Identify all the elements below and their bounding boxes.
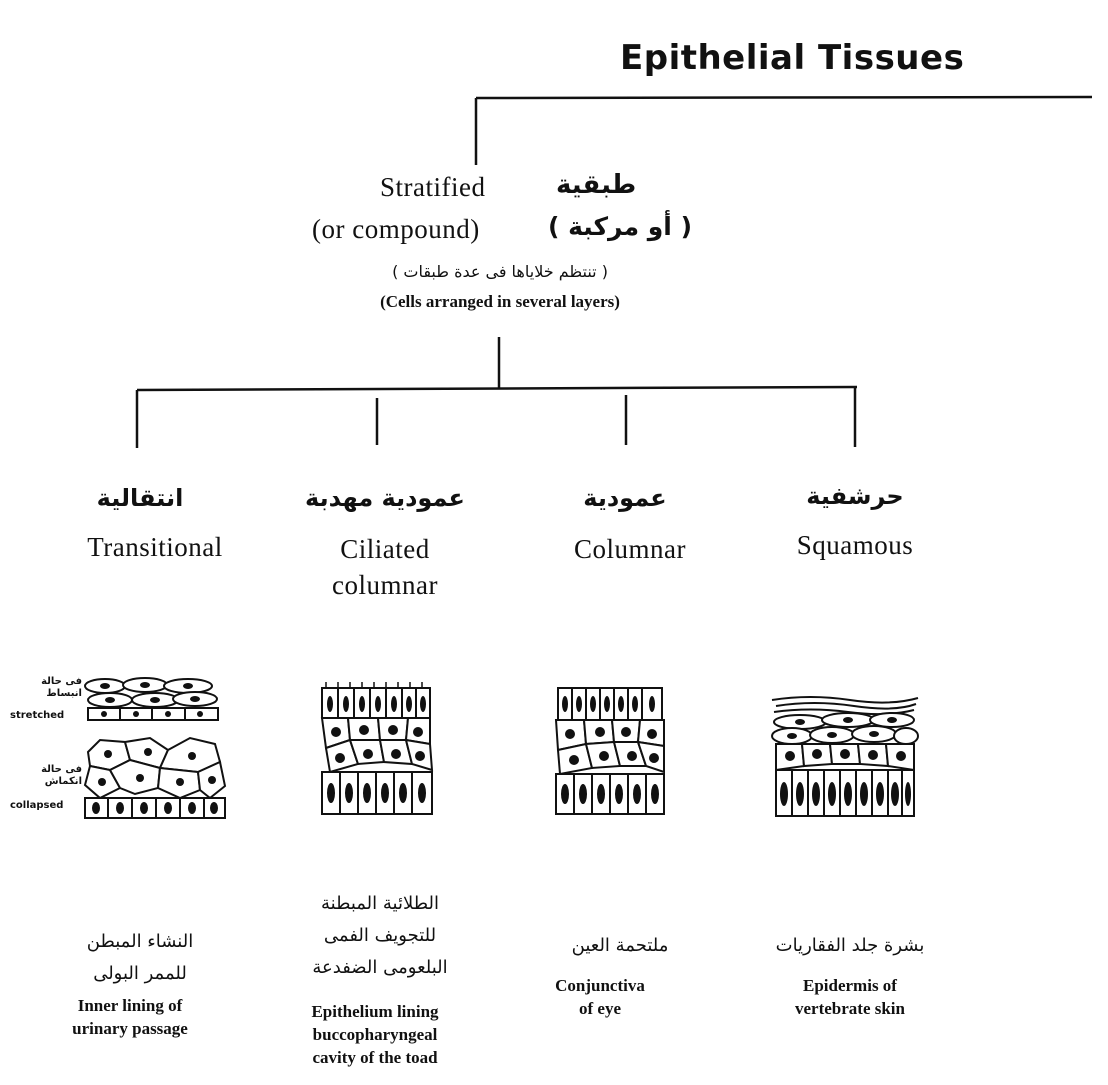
ciliated-en-label-1: Ciliated [340,534,430,564]
top-branch-line [475,95,1093,100]
transitional-en-caption-line-2: urinary passage [72,1019,188,1038]
transitional-en-caption: Inner lining of urinary passage [30,994,230,1040]
transitional-ar-caption-line-2: للممر البولى [93,963,187,984]
layers-ar-desc: ( تنتظم خلاياها فى عدة طبقات ) [392,262,608,281]
ciliated-tissue-drawing [320,682,434,815]
ciliated-en-caption-line-1: Epithelium lining [311,1002,439,1021]
collapsed-en-label: collapsed [10,800,64,811]
columnar-en-caption: Conjunctiva of eye [500,974,700,1020]
columnar-ar-label: عمودية [583,484,667,512]
ciliated-ar-caption-line-3: البلعومى الضفدعة [312,957,448,978]
squamous-ar-label: حرشفية [806,482,904,510]
transitional-en-caption-line-1: Inner lining of [77,996,183,1015]
collapsed-ar-label: فى حالة انكماش [41,764,82,787]
ciliated-ar-caption: الطلائية المبطنة للتجويف الفمى البلعومى … [270,888,490,984]
squamous-tissue-drawing [771,696,919,817]
squamous-en-caption-line-1: Epidermis of [803,976,897,995]
ciliated-ar-label: عمودية مهدبة [305,484,465,512]
compound-en-label: (or compound) [312,214,480,244]
ciliated-en-label-2: columnar [332,570,438,600]
columnar-tissue-drawing [554,687,665,815]
stratified-en-label: Stratified [380,172,486,202]
ciliated-ar-caption-line-1: الطلائية المبطنة [321,893,439,914]
squamous-ar-caption-line-1: بشرة جلد الفقاريات [775,935,925,956]
columnar-en-caption-line-2: of eye [578,999,621,1018]
columnar-ar-caption: ملتحمة العين [520,930,720,962]
transitional-en-label: Transitional [87,532,223,562]
squamous-en-caption-line-2: vertebrate skin [794,999,905,1018]
squamous-en-caption: Epidermis of vertebrate skin [740,974,960,1020]
compound-ar-label: ( أو مركبة ) [548,212,693,241]
transitional-tissue-drawing [83,677,227,819]
transitional-ar-caption-line-1: النشاء المبطن [86,931,194,952]
layers-en-desc: (Cells arranged in several layers) [380,292,620,311]
transitional-ar-caption: النشاء المبطن للممر البولى [40,926,240,990]
columnar-en-caption-line-1: Conjunctiva [555,976,645,995]
transitional-ar-label: انتقالية [96,484,184,512]
ciliated-ar-caption-line-2: للتجويف الفمى [323,925,437,946]
columnar-ar-caption-line-1: ملتحمة العين [571,935,669,956]
columnar-en-label: Columnar [574,534,686,564]
squamous-en-label: Squamous [796,530,914,560]
ciliated-en-caption: Epithelium lining buccopharyngeal cavity… [265,1000,485,1069]
ciliated-en-caption-line-3: cavity of the toad [312,1048,438,1067]
stretched-ar-label: فى حالة انبساط [41,676,82,699]
children-branch-line [136,385,858,392]
ciliated-en-caption-line-2: buccopharyngeal [312,1025,438,1044]
stretched-en-label: stretched [10,710,65,721]
page-title: Epithelial Tissues [620,38,965,78]
squamous-ar-caption: بشرة جلد الفقاريات [740,930,960,962]
stratified-ar-label: طبقية [556,170,637,200]
